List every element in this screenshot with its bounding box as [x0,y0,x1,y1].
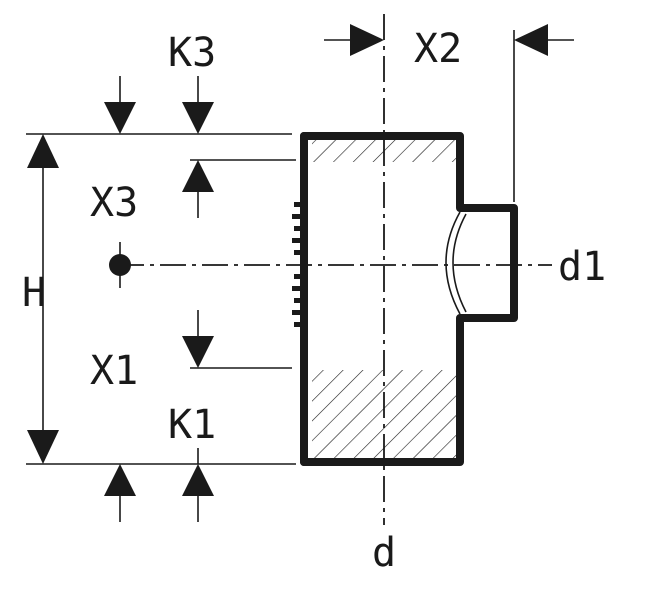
dimension-x1 [182,310,214,368]
upper-hatched-section [312,138,458,162]
center-point-dot [109,242,131,288]
label-x3: X3 [90,180,138,226]
lower-hatched-section [312,370,458,462]
label-h: H [22,270,46,316]
extension-lines [26,30,515,465]
label-k1: K1 [168,402,216,448]
label-k3: K3 [168,30,216,76]
dimension-h [27,134,59,464]
label-x2: X2 [414,26,462,72]
label-d1: d1 [558,244,606,290]
dimension-x3 [182,160,214,218]
marking-ribs [292,202,304,327]
label-d: d [372,530,396,576]
branch-socket-curves [445,211,467,315]
dimension-k1 [104,448,214,522]
dimension-k3 [104,76,214,134]
label-x1: X1 [90,348,138,394]
dimension-x2 [324,24,574,56]
